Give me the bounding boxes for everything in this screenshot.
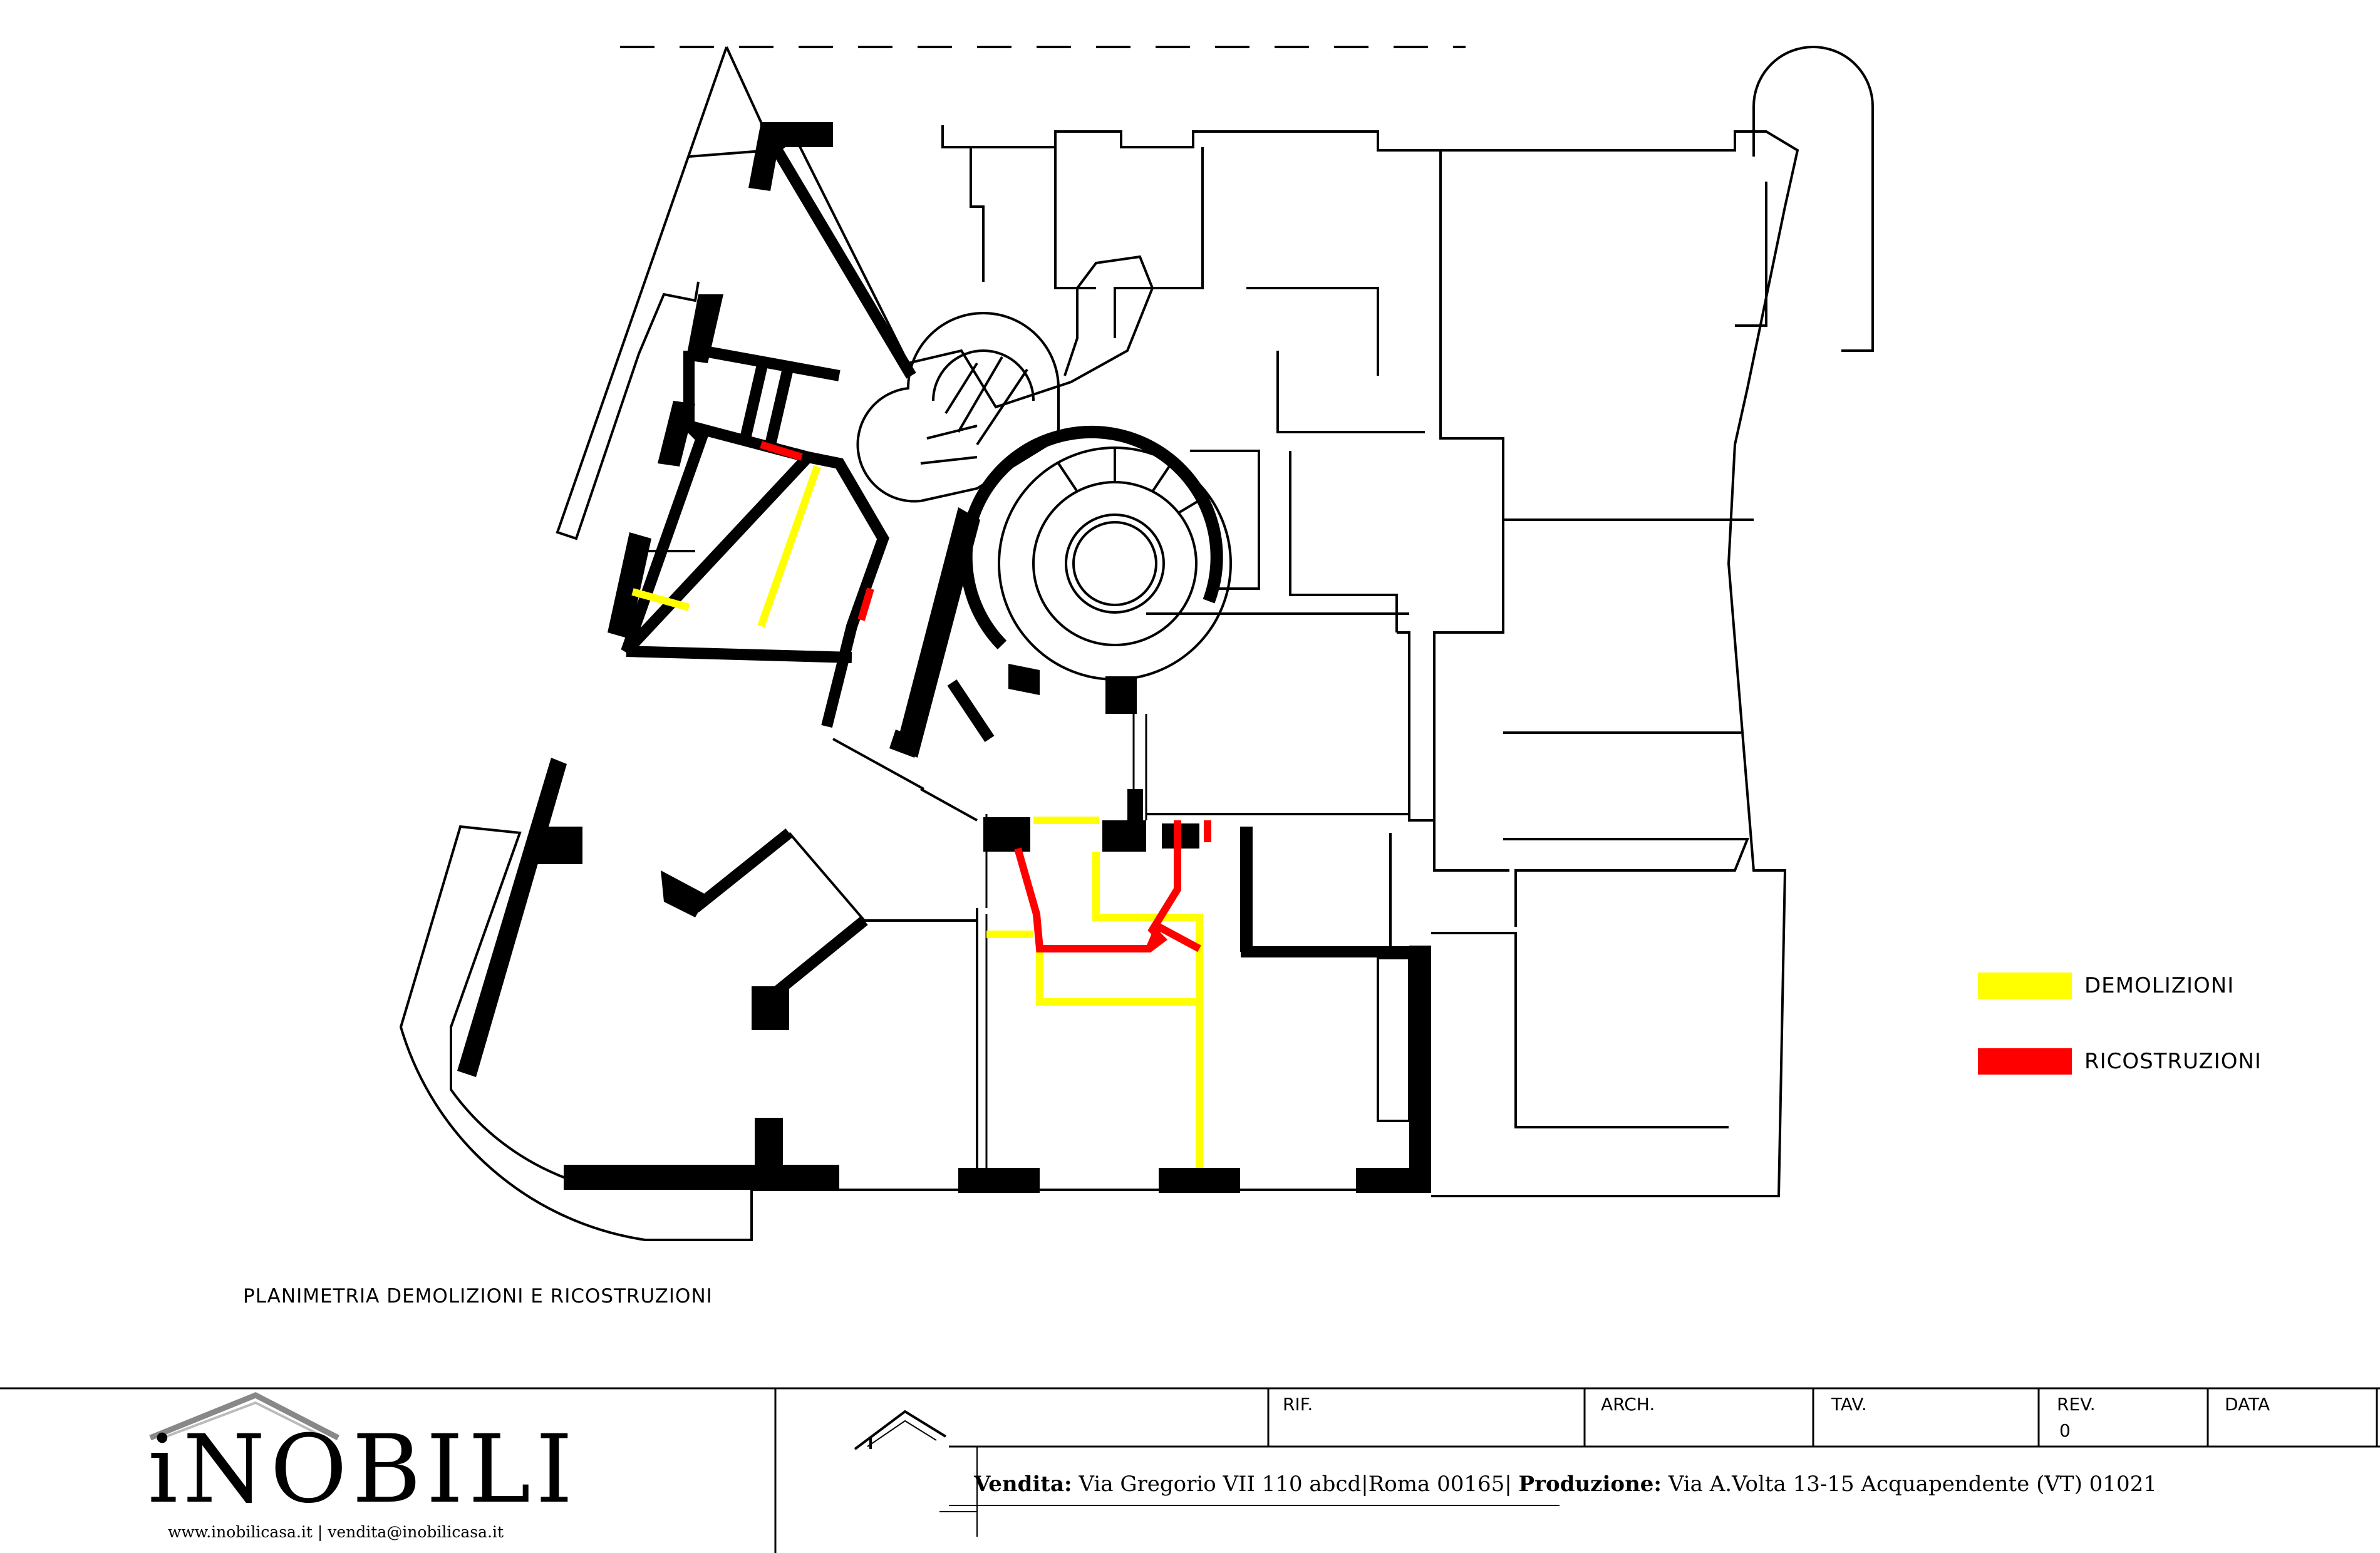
vendita-label: Vendita: xyxy=(974,1472,1072,1497)
roof-small-icon xyxy=(854,1410,947,1450)
spiral-stair-upper xyxy=(856,312,1060,503)
thin-partitions xyxy=(985,714,1147,1190)
data-label: DATA xyxy=(2225,1394,2270,1415)
arch-label: ARCH. xyxy=(1601,1394,1655,1415)
reconstruction-lines xyxy=(760,441,1211,952)
legend-swatch-demolizioni xyxy=(1978,973,2072,999)
legend-swatch-ricostruzioni xyxy=(1978,1048,2072,1075)
tav-label: TAV. xyxy=(1831,1394,1867,1415)
outer-outline xyxy=(399,46,1874,1241)
legend-ricostruzioni: RICOSTRUZIONI xyxy=(1978,1048,2262,1075)
produzione-label: Produzione: xyxy=(1518,1472,1662,1497)
interior-thin-walls xyxy=(788,147,1767,1190)
title-block-frame xyxy=(0,1387,2380,1553)
rev-label: REV. xyxy=(2057,1394,2096,1415)
logo-contacts: www.inobilicasa.it | vendita@inobilicasa… xyxy=(168,1523,504,1541)
logo-roof-icon xyxy=(149,1392,340,1441)
legend-label-demolizioni: DEMOLIZIONI xyxy=(2084,973,2235,998)
plan-title: PLANIMETRIA DEMOLIZIONI E RICOSTRUZIONI xyxy=(243,1285,713,1308)
company-address-line: Vendita: Via Gregorio VII 110 abcd|Roma … xyxy=(974,1472,2157,1497)
rev-value: 0 xyxy=(2059,1420,2071,1441)
legend-demolizioni: DEMOLIZIONI xyxy=(1978,973,2234,999)
legend-label-ricostruzioni: RICOSTRUZIONI xyxy=(2084,1049,2262,1074)
produzione-address: Via A.Volta 13-15 Acquapendente (VT) 010… xyxy=(1668,1472,2157,1497)
rif-label: RIF. xyxy=(1283,1394,1313,1415)
vendita-address: Via Gregorio VII 110 abcd|Roma 00165| xyxy=(1079,1472,1512,1497)
demolition-lines xyxy=(631,465,1203,1168)
logo-wordmark: iNOBILI xyxy=(148,1415,578,1524)
wall-blocks xyxy=(457,122,1431,1193)
